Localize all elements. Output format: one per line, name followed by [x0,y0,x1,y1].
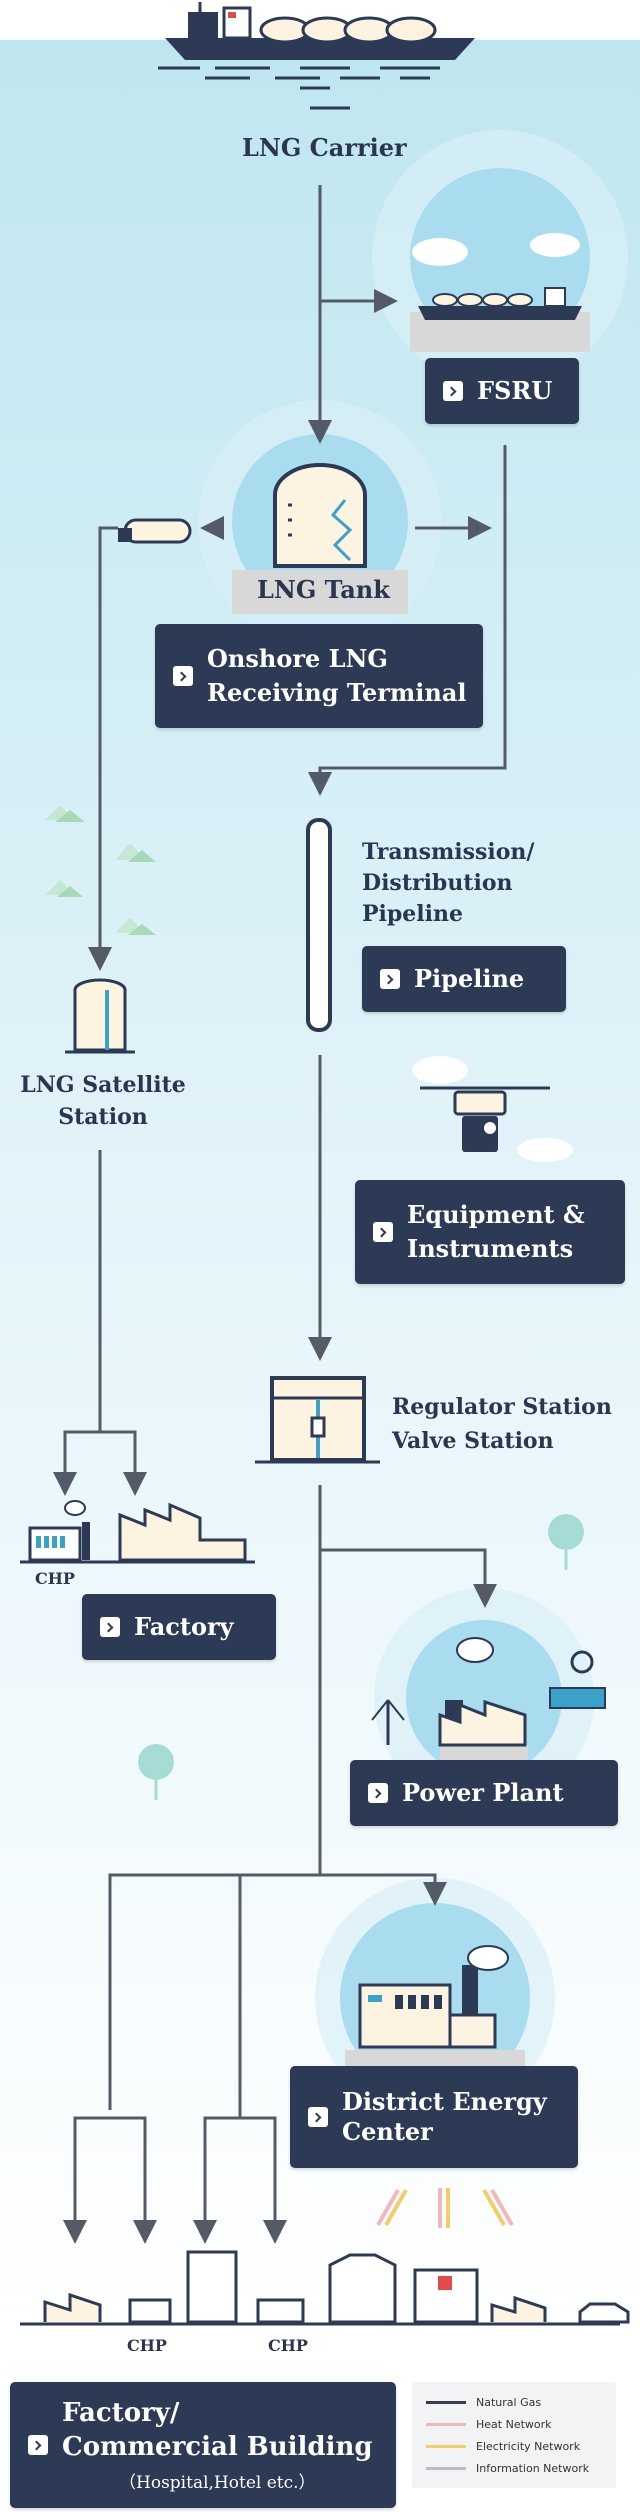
fsru-button-label: FSRU [477,376,553,406]
district-energy-button[interactable]: District Energy Center [290,2066,578,2168]
factory-illustration [20,1500,255,1564]
tree-icons [138,1514,584,1800]
fsru-illustration [372,130,628,386]
legend-item-heat-network: Heat Network [426,2418,552,2431]
lng-carrier-label: LNG Carrier [242,133,407,162]
chp-label-2: CHP [127,2336,167,2355]
chp-label-3: CHP [268,2336,308,2355]
power-plant-illustration [371,1588,606,1808]
satellite-tank-icon [65,978,135,1054]
factory-button[interactable]: Factory [82,1594,276,1660]
lng-tank-label: LNG Tank [257,575,390,604]
gas-flow-lines [53,185,507,2244]
chevron-right-icon [373,1222,393,1242]
energy-network-lines [376,2188,514,2228]
equipment-button-label: Equipment & Instruments [407,1200,585,1263]
city-buildings-illustration [20,2250,630,2326]
transmission-label: Transmission/ Distribution Pipeline [362,839,535,927]
power-plant-button[interactable]: Power Plant [350,1760,618,1826]
onshore-terminal-label: Onshore LNG Receiving Terminal [207,644,467,707]
pipeline-button-label: Pipeline [414,964,525,994]
pipeline-shape [306,818,332,1032]
chevron-right-icon [443,381,463,401]
chevron-right-icon [173,666,193,686]
legend: Natural Gas Heat Network Electricity Net… [412,2382,616,2488]
onshore-terminal-button[interactable]: Onshore LNG Receiving Terminal [155,624,483,728]
commercial-text-group: Factory/ Commercial Building （Hospital,H… [62,2397,373,2494]
district-energy-illustration [315,1878,555,2118]
legend-item-natural-gas: Natural Gas [426,2396,541,2409]
hospital-cross-icon [438,2276,452,2290]
power-plant-button-label: Power Plant [402,1778,564,1808]
legend-item-information-network: Information Network [426,2462,589,2475]
chp-label-1: CHP [35,1569,75,1588]
regulator-station-icon [255,1376,380,1464]
pipeline-button[interactable]: Pipeline [362,946,566,1012]
district-energy-button-label: District Energy Center [342,2087,547,2146]
mountain-decorations [45,805,156,935]
chevron-right-icon [100,1617,120,1637]
drone-icon [412,1056,573,1162]
factory-button-label: Factory [134,1612,234,1642]
fsru-button[interactable]: FSRU [425,358,579,424]
commercial-button-sublabel: （Hospital,Hotel etc.） [119,2473,316,2494]
legend-item-electricity-network: Electricity Network [426,2440,580,2453]
commercial-building-button[interactable]: Factory/ Commercial Building （Hospital,H… [10,2382,396,2508]
commercial-button-label: Factory/ Commercial Building [62,2397,373,2462]
lng-tank-illustration [198,400,442,644]
chevron-right-icon [28,2435,48,2455]
tank-truck-icon [118,518,192,544]
chevron-right-icon [308,2107,328,2127]
chevron-right-icon [380,969,400,989]
lng-carrier-ship-icon [158,2,475,110]
regulator-station-label: Regulator Station Valve Station [392,1394,612,1455]
equipment-button[interactable]: Equipment & Instruments [355,1180,625,1284]
satellite-station-label: LNG Satellite Station [20,1072,186,1130]
chevron-right-icon [368,1783,388,1803]
